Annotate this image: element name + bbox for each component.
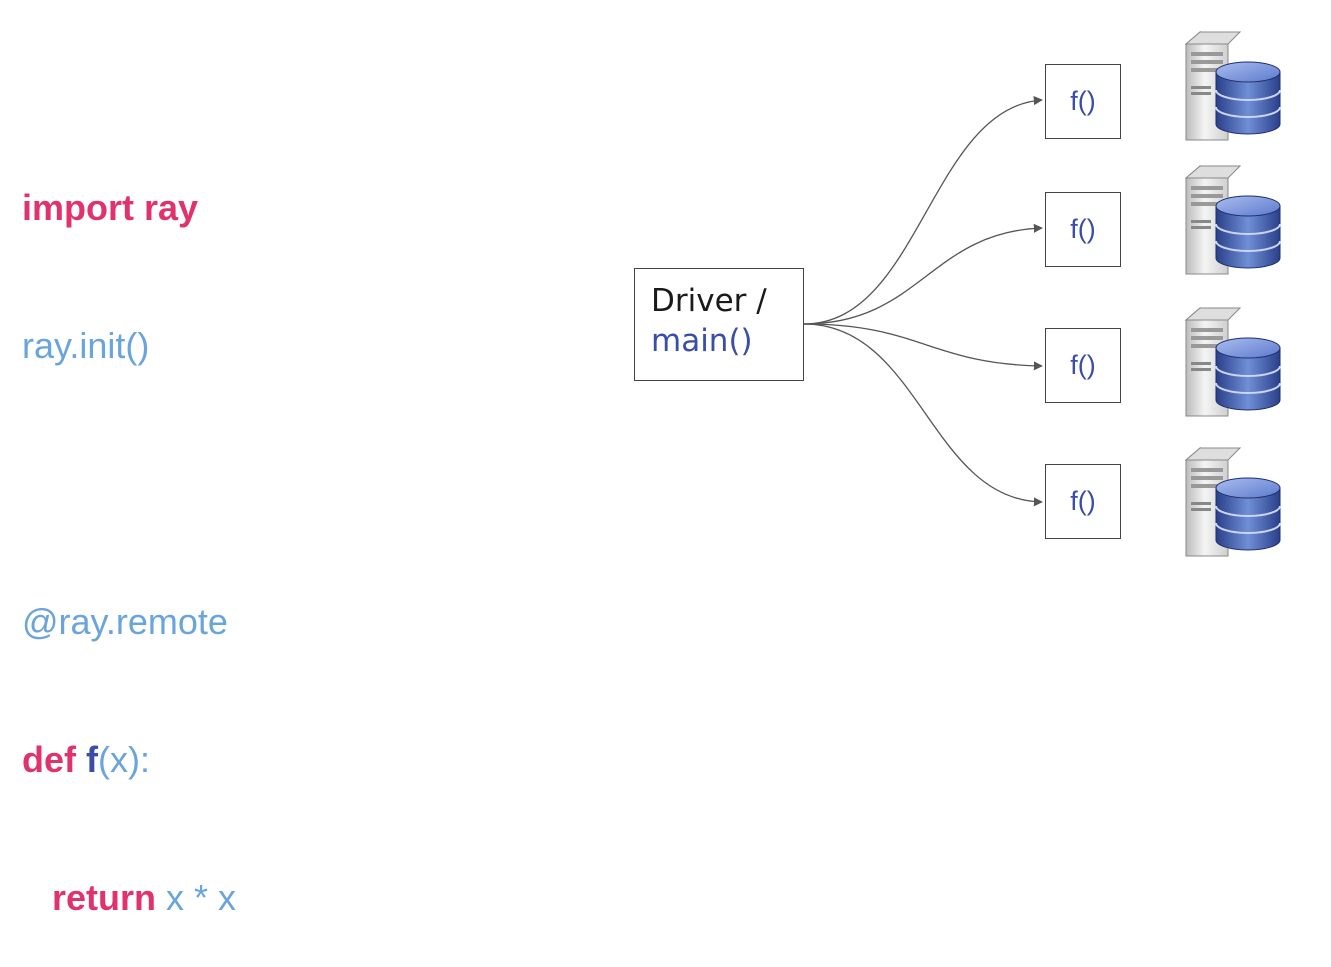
worker-node-4: f() bbox=[1045, 464, 1121, 539]
driver-label: Driver / bbox=[651, 283, 767, 319]
import-statement: import ray bbox=[22, 187, 199, 228]
edge-to-worker-4 bbox=[803, 323, 1043, 507]
server-database-icon bbox=[1178, 304, 1288, 419]
code-line-decorator: @ray.remote bbox=[22, 599, 236, 645]
function-name: f bbox=[86, 739, 99, 780]
worker-node-1: f() bbox=[1045, 64, 1121, 139]
code-line-import: import ray bbox=[22, 185, 236, 231]
worker-label: f() bbox=[1070, 350, 1096, 380]
edges-layer bbox=[803, 96, 1043, 507]
worker-label: f() bbox=[1070, 86, 1096, 116]
edge-to-worker-1 bbox=[803, 96, 1043, 325]
code-line-return: return x * x bbox=[22, 875, 236, 921]
return-keyword: return bbox=[52, 877, 157, 918]
return-expression: x * x bbox=[166, 877, 237, 918]
decorator: @ray.remote bbox=[22, 601, 228, 642]
worker-node-2: f() bbox=[1045, 192, 1121, 267]
edge-to-worker-2 bbox=[803, 223, 1043, 325]
server-database-icon bbox=[1178, 28, 1288, 143]
main-label: main() bbox=[651, 323, 753, 359]
server-database-icon bbox=[1178, 162, 1288, 277]
worker-label: f() bbox=[1070, 486, 1096, 516]
init-call: ray.init() bbox=[22, 325, 150, 366]
def-keyword: def bbox=[22, 739, 76, 780]
server-database-icon bbox=[1178, 444, 1288, 559]
driver-node: Driver / main() bbox=[634, 268, 804, 381]
edge-to-worker-3 bbox=[803, 323, 1043, 371]
worker-label: f() bbox=[1070, 214, 1096, 244]
worker-node-3: f() bbox=[1045, 328, 1121, 403]
code-line-def: def f(x): bbox=[22, 737, 236, 783]
code-line-init: ray.init() bbox=[22, 323, 236, 369]
function-params: (x): bbox=[98, 739, 150, 780]
